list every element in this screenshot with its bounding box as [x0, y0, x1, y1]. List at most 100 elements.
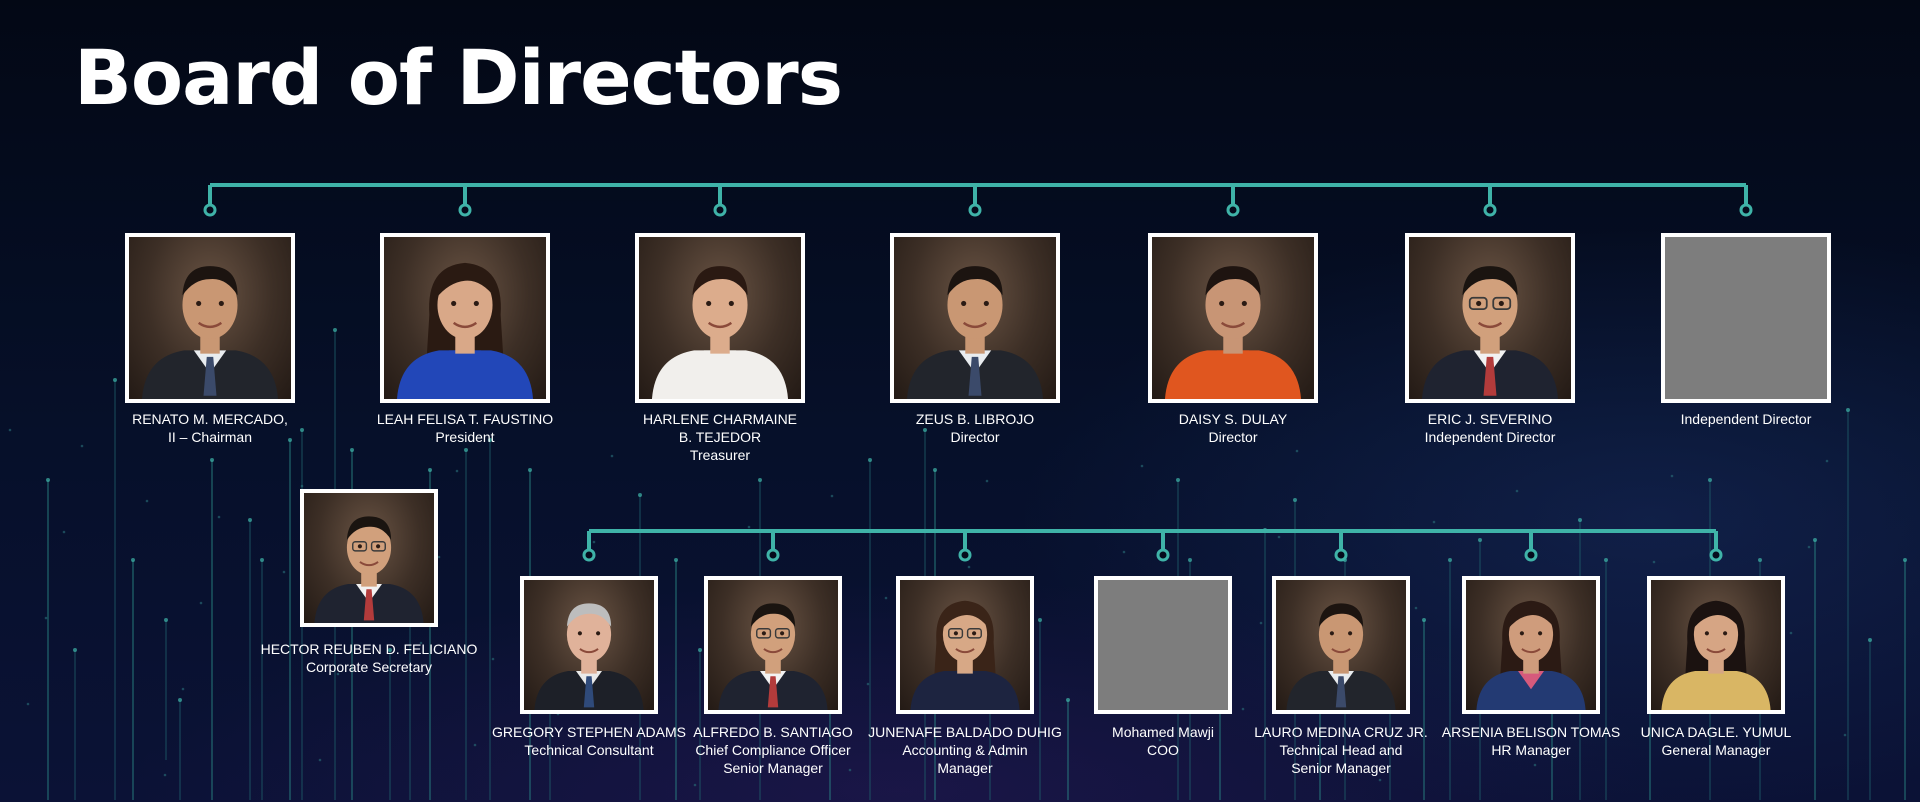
circuit-dot: [428, 468, 432, 472]
member-name: RENATO M. MERCADO,: [132, 411, 288, 427]
circuit-dot: [1422, 618, 1426, 622]
member-role: President: [435, 429, 495, 445]
member-photo: [890, 233, 1060, 403]
circuit-dot: [1789, 631, 1793, 635]
circuit-dot: [113, 378, 117, 382]
circuit-dot: [1259, 621, 1263, 625]
member-photo: [1647, 576, 1785, 714]
circuit-dot: [1003, 753, 1007, 757]
portrait-illustration: [141, 266, 279, 399]
portrait-tie: [583, 676, 595, 708]
member-name: DAISY S. DULAY: [1178, 411, 1288, 427]
member-role: Technical Head and: [1279, 742, 1403, 758]
circuit-dot: [1478, 538, 1482, 542]
portrait-tie: [1483, 356, 1497, 396]
portrait-eye: [451, 300, 457, 307]
circuit-dot: [164, 618, 168, 622]
portrait-glasses: [774, 628, 790, 639]
circuit-dot: [1241, 707, 1245, 711]
circuit-dot: [333, 328, 337, 332]
portrait-eye: [761, 631, 766, 636]
portrait-illustration: [534, 603, 644, 710]
member-role: Corporate Secretary: [305, 659, 433, 675]
member-role: Senior Manager: [723, 760, 823, 776]
portrait-eye: [1704, 631, 1709, 636]
circuit-dot: [8, 428, 12, 432]
portrait-tie: [363, 589, 375, 621]
portrait-eye: [1519, 631, 1524, 636]
circuit-dot: [1868, 638, 1872, 642]
portrait-tie: [968, 356, 982, 396]
portrait-eye: [473, 300, 479, 307]
portrait-face: [566, 607, 612, 662]
page-title: Board of Directors: [74, 33, 843, 122]
member-name: ALFREDO B. SANTIAGO: [693, 724, 853, 740]
circuit-dot: [1038, 618, 1042, 622]
portrait-eye: [196, 300, 202, 307]
board-member-card: Independent Director: [1661, 233, 1831, 427]
circuit-dot: [1378, 778, 1382, 782]
portrait-body: [910, 671, 1020, 710]
portrait-hair: [941, 602, 990, 630]
circuit-dot: [300, 484, 304, 488]
portrait-tie: [767, 676, 779, 708]
photo-placeholder: [1661, 233, 1831, 403]
portrait-illustration: [718, 603, 828, 710]
member-photo: [125, 233, 295, 403]
member-name: ZEUS B. LIBROJO: [915, 411, 1035, 427]
circuit-dot: [282, 570, 286, 574]
portrait-eye: [953, 631, 958, 636]
portrait-hair: [1692, 602, 1741, 630]
circuit-dot: [336, 672, 340, 676]
connector-node: [1226, 203, 1240, 217]
portrait-body: [1164, 350, 1302, 399]
member-photo: [896, 576, 1034, 714]
portrait-hair: [1462, 266, 1518, 296]
circuit-dot: [693, 783, 697, 787]
portrait-face: [182, 271, 238, 340]
connector-node: [1709, 548, 1723, 562]
portrait-smile: [359, 561, 379, 567]
portrait-glasses: [966, 628, 982, 639]
member-name: LEAH FELISA T. FAUSTINO: [376, 411, 554, 427]
circuit-dot: [80, 444, 84, 448]
member-name: Independent Director: [1680, 411, 1812, 427]
portrait-eye: [1241, 300, 1247, 307]
circuit-dot: [1807, 545, 1811, 549]
circuit-dot: [163, 773, 167, 777]
portrait-eye: [218, 300, 224, 307]
portrait-face: [1205, 271, 1261, 340]
circuit-dot: [210, 458, 214, 462]
portrait-smile: [707, 321, 733, 329]
portrait-collar: [1216, 350, 1250, 374]
circuit-dot: [758, 478, 762, 482]
connector-node: [1334, 548, 1348, 562]
circuit-dot: [181, 687, 185, 691]
portrait-eye: [780, 631, 785, 636]
member-name: HARLENE CHARMAINE: [642, 411, 798, 427]
member-photo: [300, 489, 438, 627]
circuit-dot: [1066, 698, 1070, 702]
portrait-eye: [983, 300, 989, 307]
circuit-dot: [248, 518, 252, 522]
portrait-illustration: [906, 266, 1044, 399]
member-caption: LEAH FELISA T. FAUSTINO President: [320, 410, 610, 446]
portrait-smile: [962, 321, 988, 329]
portrait-hair: [947, 266, 1003, 296]
circuit-dot: [145, 499, 149, 503]
portrait-collar: [952, 671, 978, 690]
portrait-face: [1318, 607, 1364, 662]
portrait-collar: [1518, 671, 1544, 690]
circuit-dot: [350, 448, 354, 452]
portrait-illustration: [1476, 600, 1586, 710]
connector-node: [1483, 203, 1497, 217]
